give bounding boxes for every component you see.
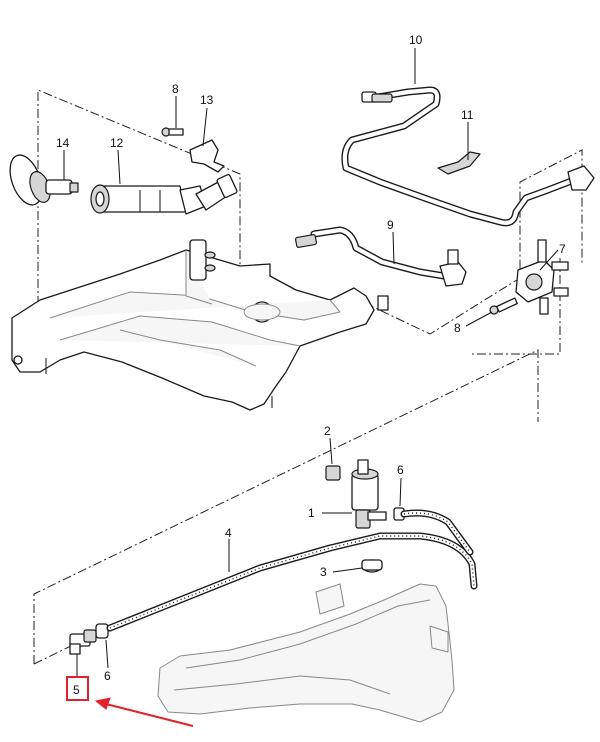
bracket-part-13 (189, 139, 225, 173)
seal-part-3 (361, 559, 383, 573)
hose-part-10 (341, 86, 595, 227)
hose-part-9 (295, 226, 467, 287)
callout-13: 13 (200, 93, 214, 107)
assembly-outline-lower (33, 349, 539, 665)
callout-8-upper: 8 (172, 82, 179, 96)
washer-cylinder-part-12 (90, 173, 238, 215)
callout-8-lower: 8 (454, 321, 461, 335)
highlight-box (66, 676, 89, 701)
grommet-part-2 (325, 465, 341, 481)
check-valve-part-5 (69, 629, 97, 655)
clamp-part-6-lower (95, 623, 109, 639)
distributor-part-7 (515, 239, 569, 315)
clip-part-11 (437, 151, 481, 175)
callout-14: 14 (56, 136, 70, 150)
screw-part-8-upper (161, 127, 184, 137)
callout-10: 10 (409, 33, 423, 47)
washer-reservoir (157, 583, 455, 723)
callout-2: 2 (324, 424, 331, 438)
callout-12: 12 (110, 136, 124, 150)
callout-6-lower: 6 (104, 669, 111, 683)
callout-7: 7 (559, 242, 566, 256)
washer-pump-part-1 (351, 459, 387, 529)
mounting-frame (11, 239, 389, 411)
highlight-arrow-head (94, 697, 111, 710)
callout-6-upper: 6 (397, 463, 404, 477)
callout-1: 1 (308, 506, 315, 520)
highlight-part-5: 5 (66, 676, 194, 727)
screw-part-8-lower (489, 297, 518, 315)
callout-4: 4 (225, 526, 232, 540)
callout-5: 5 (73, 683, 80, 697)
callout-11: 11 (461, 108, 474, 122)
washer-cap-part-14 (9, 154, 79, 206)
hose-part-4 (106, 509, 478, 632)
highlight-arrow-shaft (105, 703, 194, 727)
callout-9: 9 (387, 218, 394, 232)
callout-labels: 10 11 8 13 14 12 9 7 8 2 6 1 4 3 6 (56, 33, 566, 683)
leader-lines (63, 48, 559, 677)
callout-3: 3 (320, 565, 327, 579)
